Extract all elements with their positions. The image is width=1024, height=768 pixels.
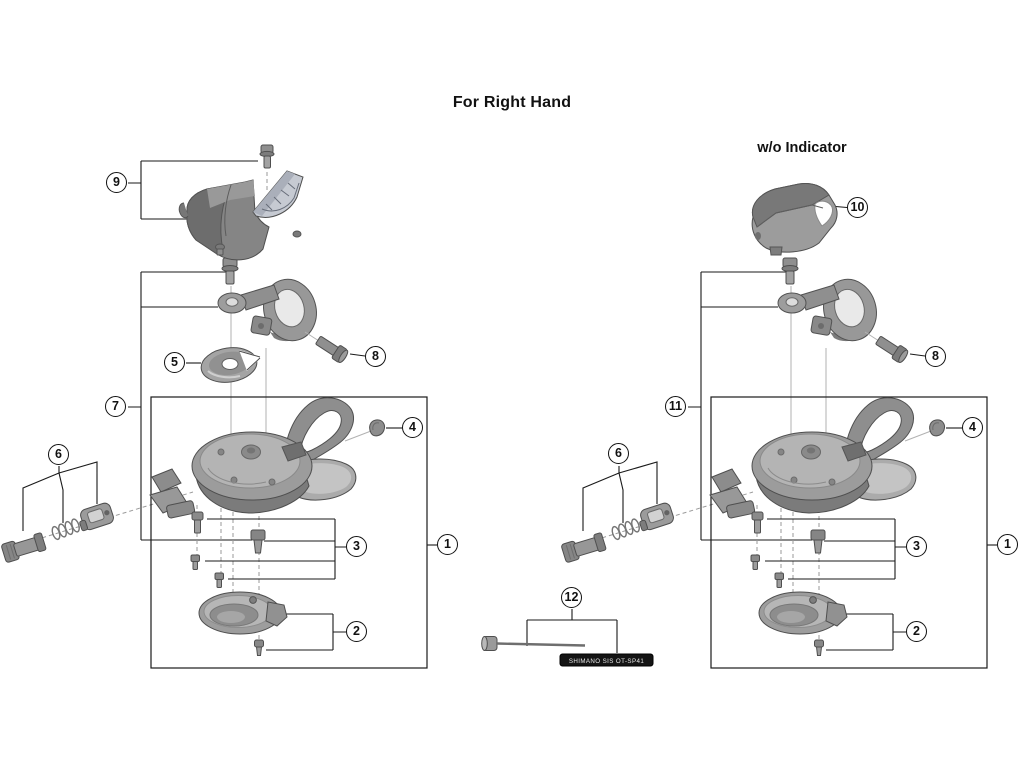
cable-set: SHIMANO SIS OT-SP41	[481, 609, 654, 667]
callout-part-10: 10	[847, 197, 868, 218]
screw-leader-lines	[205, 518, 346, 580]
callout-label: 1	[444, 537, 451, 552]
callout-label: 1	[1004, 537, 1011, 552]
callout-label: 9	[113, 175, 120, 190]
adjuster-leader-lines	[22, 461, 98, 531]
callout-part-6-right: 6	[608, 443, 629, 464]
screw-set	[190, 511, 346, 588]
callout-part-12: 12	[561, 587, 582, 608]
callout-label: 12	[564, 590, 579, 605]
callout-label: 8	[932, 349, 939, 364]
shifter-unit-diagram	[1, 257, 437, 669]
callout-label: 6	[55, 447, 62, 462]
callout-part-3-right: 3	[906, 536, 927, 557]
cable-anchor	[79, 502, 114, 532]
barrel-adjuster	[1, 532, 47, 563]
callout-label: 5	[171, 355, 178, 370]
shifter-body	[149, 397, 357, 519]
callout-label: 3	[913, 539, 920, 554]
callout-part-11: 11	[665, 396, 686, 417]
outer-casing: SHIMANO SIS OT-SP41	[559, 653, 654, 667]
callout-label: 8	[372, 349, 379, 364]
callout-part-4-right: 4	[962, 417, 983, 438]
callout-part-6-left: 6	[48, 444, 69, 465]
callout-label: 3	[353, 539, 360, 554]
callout-part-2-right: 2	[906, 621, 927, 642]
callout-part-2-left: 2	[346, 621, 367, 642]
callout-part-8-right: 8	[925, 346, 946, 367]
callout-part-1-right: 1	[997, 534, 1018, 555]
callout-part-7: 7	[105, 396, 126, 417]
callout-part-8-left: 8	[365, 346, 386, 367]
callout-label: 10	[850, 200, 865, 215]
clamp-band	[217, 278, 320, 342]
callout-part-1-left: 1	[437, 534, 458, 555]
cover-leader-lines	[266, 613, 346, 651]
cable-end-cap	[369, 419, 402, 437]
bracket-leader-lines	[128, 271, 252, 541]
callout-label: 6	[615, 446, 622, 461]
callout-label: 2	[913, 624, 920, 639]
inner-cable	[481, 636, 586, 651]
callout-part-3-left: 3	[346, 536, 367, 557]
cable-spring	[51, 518, 80, 541]
casing-label: SHIMANO SIS OT-SP41	[569, 658, 644, 665]
unit-boundary-box	[150, 396, 428, 669]
callout-label: 11	[668, 399, 683, 414]
callout-part-5: 5	[164, 352, 185, 373]
bottom-cover	[198, 591, 346, 656]
callout-part-9: 9	[106, 172, 127, 193]
cable-leader-lines	[526, 609, 618, 653]
clamp-fixing-bolt	[221, 257, 239, 285]
cable-guide-plate	[186, 347, 262, 383]
clamp-bolt	[315, 336, 366, 363]
page-title: For Right Hand	[452, 94, 572, 111]
callout-label: 4	[409, 420, 416, 435]
indicator-cover-unit	[128, 144, 304, 261]
right-shifter-unit-diagram	[560, 257, 998, 669]
variant-label: w/o Indicator	[757, 140, 847, 156]
callout-label: 7	[112, 399, 119, 414]
callout-label: 2	[353, 624, 360, 639]
callout-part-4-left: 4	[402, 417, 423, 438]
indicator-leader-lines	[128, 160, 258, 220]
callout-label: 4	[969, 420, 976, 435]
cover-no-indicator-unit	[751, 183, 848, 256]
